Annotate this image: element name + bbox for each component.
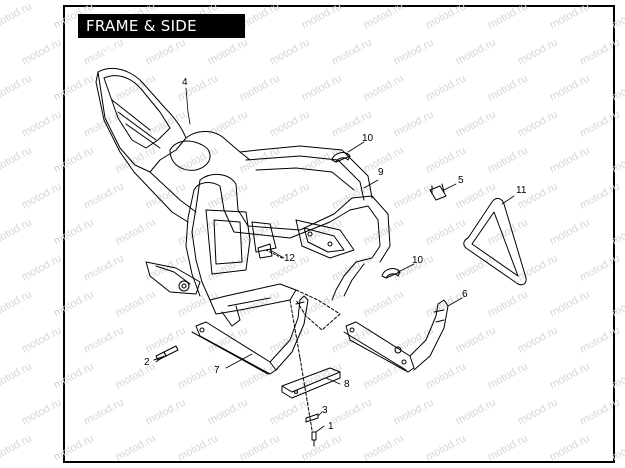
callout-5: 5 (458, 175, 464, 186)
frame-cradle (145, 209, 355, 327)
callout-8: 8 (344, 379, 350, 390)
diagram-border (63, 5, 615, 463)
callout-11: 11 (516, 185, 527, 196)
part-10-grommet-lower (381, 268, 401, 279)
callout-10-upper: 10 (362, 133, 374, 144)
callout-6: 6 (462, 289, 468, 300)
part-8-plate (281, 367, 341, 399)
part-10-grommet-upper (331, 152, 351, 163)
frame-front-loop (185, 174, 391, 301)
part-5-clip (429, 183, 447, 201)
part-1-3-fasteners (305, 413, 319, 447)
callout-3: 3 (322, 405, 328, 416)
part-11-side-stand (463, 197, 527, 286)
frame-backbone (133, 131, 373, 223)
callout-1: 1 (328, 421, 334, 432)
part-6-lower-rail-right (343, 299, 449, 373)
callout-4: 4 (182, 77, 188, 88)
callout-10-lower: 10 (412, 255, 424, 266)
diagram-title: FRAME & SIDE STAND (78, 14, 245, 59)
part-7-lower-rail-left (191, 295, 309, 375)
callout-9: 9 (378, 167, 384, 178)
callout-2: 2 (144, 357, 150, 368)
callout-12: 12 (284, 253, 296, 264)
callout-7: 7 (214, 365, 220, 376)
assembly-guide-lines (289, 289, 341, 431)
callout-leaders (155, 87, 515, 433)
rear-fender-section (95, 67, 187, 173)
part-2-bolt (153, 345, 179, 361)
side-stand-mount (257, 243, 283, 259)
